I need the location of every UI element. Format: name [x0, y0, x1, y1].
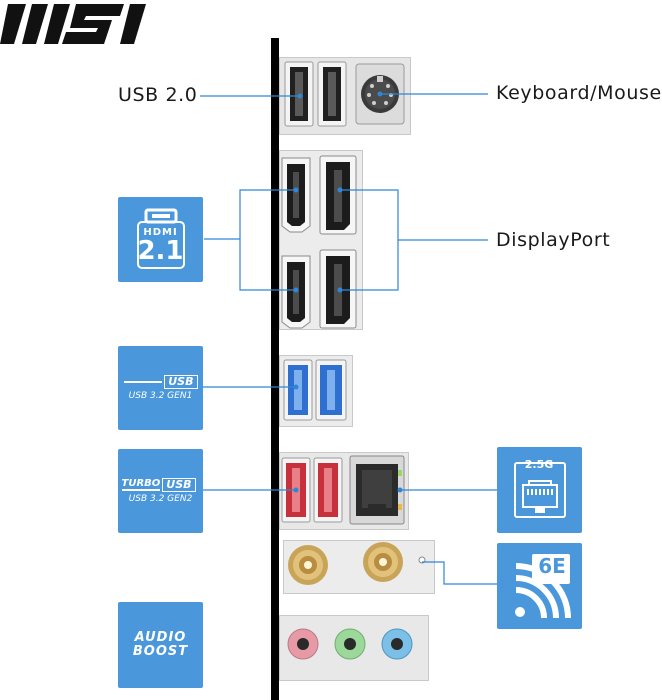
usb-gen2-port-2 — [313, 457, 343, 523]
lan-25g-badge: 2.5G — [497, 447, 582, 533]
wifi-6e-label: 6E — [538, 554, 566, 578]
hdmi-badge-version: 2.1 — [137, 236, 184, 266]
usb-gen2-label: USB 3.2 GEN2 — [128, 493, 193, 504]
lan-port — [349, 455, 405, 525]
usb-32-gen2-badge: TURBO USB USB 3.2 GEN2 — [118, 449, 203, 533]
audio-boost-badge: AUDIO BOOST — [118, 602, 203, 688]
usb-32-gen1-badge: USB USB 3.2 GEN1 — [118, 346, 203, 430]
lan-speed-label: 2.5G — [524, 458, 554, 471]
usb-gen1-label: USB 3.2 GEN1 — [128, 390, 193, 401]
usb-gen1-port-1 — [283, 359, 313, 421]
audio-boost-line2: BOOST — [132, 644, 189, 659]
usb-gen2-tag: USB — [162, 478, 196, 492]
msi-logo — [0, 4, 146, 44]
usb-gen1-tag: USB — [164, 375, 198, 389]
wifi-icon — [514, 554, 571, 619]
audio-jack-blue — [381, 628, 413, 660]
hdmi-cable-icon — [136, 208, 185, 269]
audio-jack-green — [334, 628, 366, 660]
hdmi-21-badge: HDMI 2.1 — [118, 197, 203, 282]
hdmi-badge-word: HDMI — [143, 227, 178, 238]
wifi-leader-line — [422, 561, 497, 585]
wifi-antenna-connector-2 — [363, 542, 403, 582]
displayport-callout: DisplayPort — [496, 229, 611, 251]
usb-gen1-port-2 — [315, 359, 347, 421]
displayport-leader-line-2 — [340, 240, 399, 291]
displayport-port-1 — [319, 155, 357, 235]
usb-gen2-prefix: TURBO — [121, 478, 161, 492]
hdmi-leader-line-2 — [239, 239, 296, 291]
usb20-port-2 — [317, 61, 347, 127]
wifi-6e-badge: 6E — [497, 543, 582, 629]
io-panel-edge — [271, 38, 279, 700]
audio-boost-line1: AUDIO — [134, 630, 187, 646]
hdmi-leader-line — [204, 189, 296, 240]
ethernet-icon — [513, 462, 566, 518]
wifi-antenna-connector-1 — [288, 545, 328, 585]
usb20-callout: USB 2.0 — [118, 84, 198, 106]
keyboard-mouse-callout: Keyboard/Mouse — [496, 82, 662, 104]
audio-jack-pink — [287, 628, 319, 660]
displayport-leader-line — [340, 189, 488, 241]
hdmi-port — [281, 157, 311, 233]
